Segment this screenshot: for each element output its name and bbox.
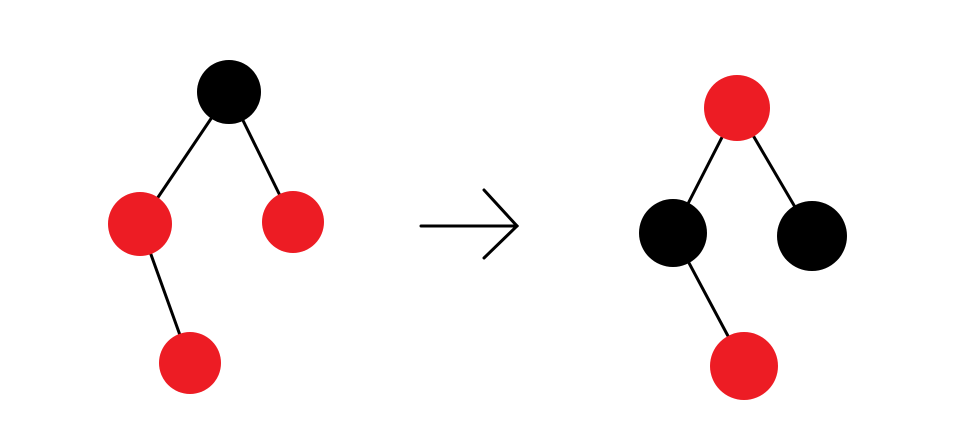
node-before-right-child-red bbox=[262, 191, 324, 253]
tree-before bbox=[108, 60, 324, 394]
node-after-left-child-black bbox=[639, 199, 707, 267]
node-after-left-left-grandchild-red bbox=[710, 332, 778, 400]
node-after-right-child-black bbox=[777, 201, 847, 271]
tree-after bbox=[639, 75, 847, 400]
node-before-left-child-red bbox=[108, 192, 172, 256]
node-after-root-red bbox=[704, 75, 770, 141]
node-before-root-black bbox=[197, 60, 261, 124]
node-before-left-left-grandchild-red bbox=[159, 332, 221, 394]
right-arrow-icon bbox=[419, 188, 520, 260]
